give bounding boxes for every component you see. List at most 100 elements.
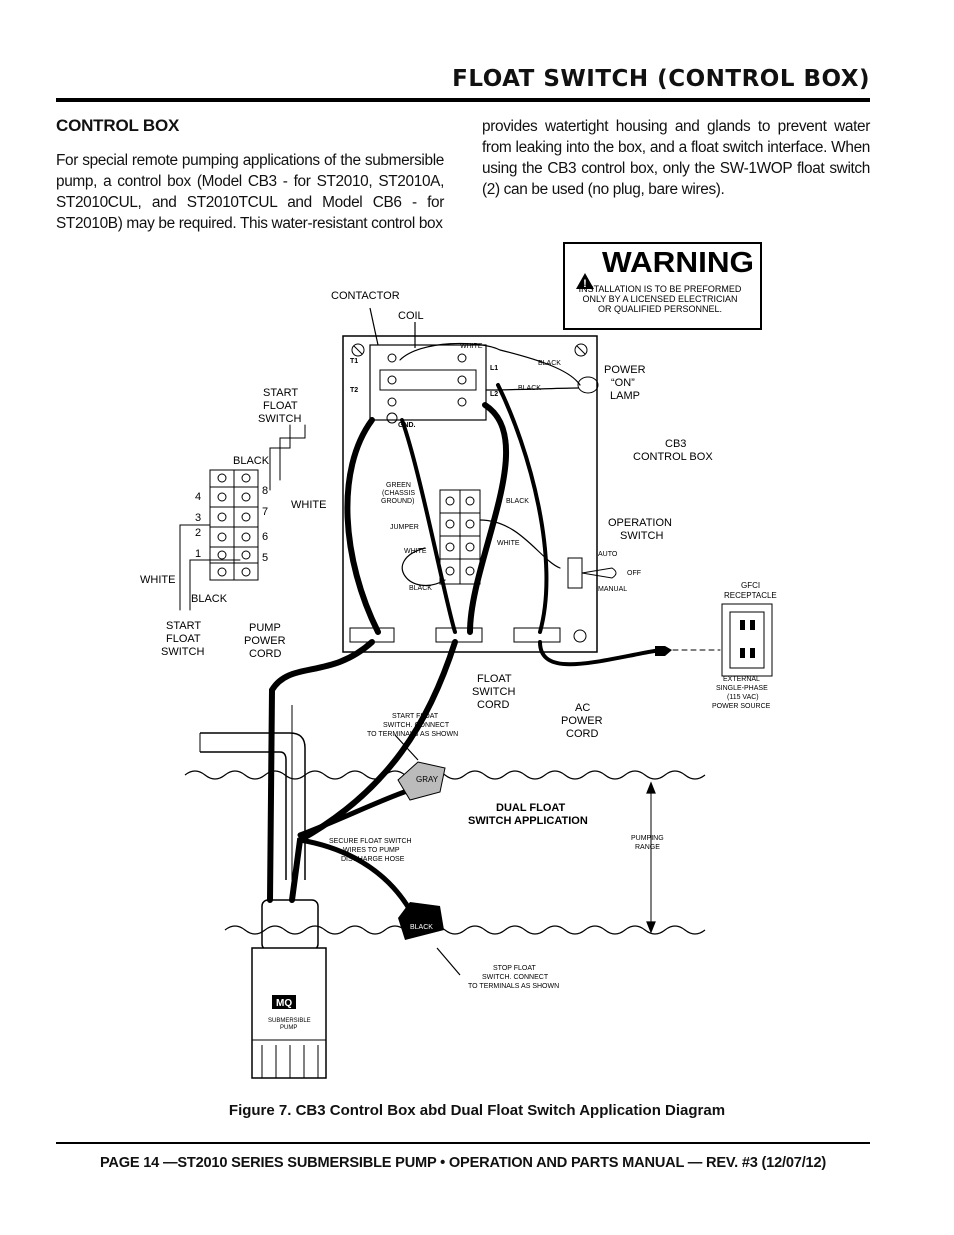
label-power-lamp: POWER	[604, 364, 646, 376]
discharge-hose	[199, 705, 306, 880]
svg-text:SWITCH. CONNECT: SWITCH. CONNECT	[383, 722, 450, 729]
page-header: FLOAT SWITCH (CONTROL BOX)	[56, 62, 870, 102]
svg-text:BLACK: BLACK	[233, 455, 270, 467]
svg-text:4: 4	[195, 491, 201, 503]
header-rule	[56, 98, 870, 102]
pump-logo: MQ	[276, 998, 292, 1009]
svg-text:PUMPING: PUMPING	[631, 835, 664, 842]
warning-title: WARNING	[602, 247, 754, 279]
svg-text:5: 5	[262, 552, 268, 564]
page-title: FLOAT SWITCH (CONTROL BOX)	[452, 66, 870, 92]
svg-text:2: 2	[195, 527, 201, 539]
svg-text:7: 7	[262, 506, 268, 518]
diagram-labels: CONTACTOR COIL WHITE BLACK BLACK T1 T2 L…	[140, 290, 777, 990]
svg-text:CORD: CORD	[477, 699, 509, 711]
svg-text:CORD: CORD	[249, 648, 281, 660]
svg-text:GRAY: GRAY	[416, 775, 439, 784]
svg-text:GROUND): GROUND)	[381, 498, 414, 505]
svg-text:START FLOAT: START FLOAT	[392, 713, 439, 720]
svg-text:POWER: POWER	[244, 635, 286, 647]
svg-text:3: 3	[195, 512, 201, 524]
page-footer: PAGE 14 —ST2010 SERIES SUBMERSIBLE PUMP …	[99, 1155, 827, 1171]
label-cb3: CB3	[665, 438, 686, 450]
svg-text:BLACK: BLACK	[410, 924, 433, 931]
svg-text:8: 8	[262, 485, 268, 497]
svg-text:T2: T2	[350, 387, 358, 394]
label-start-float-top: START	[263, 387, 298, 399]
section-heading: CONTROL BOX	[56, 116, 180, 135]
svg-text:SECURE FLOAT SWITCH: SECURE FLOAT SWITCH	[329, 838, 412, 845]
label-coil: COIL	[398, 310, 424, 322]
svg-text:SWITCH: SWITCH	[620, 530, 663, 542]
svg-text:FLOAT: FLOAT	[166, 633, 201, 645]
label-ac-cord: AC	[575, 702, 590, 714]
text-column-right: provides watertight housing and glands t…	[482, 116, 870, 200]
paragraph-right: provides watertight housing and glands t…	[482, 118, 870, 198]
svg-text:SUBMERSIBLE: SUBMERSIBLE	[268, 1018, 311, 1024]
black-float: BLACK	[398, 902, 444, 940]
svg-text:DISCHARGE HOSE: DISCHARGE HOSE	[341, 856, 405, 863]
wiring-diagram: ! WARNING INSTALLATION IS TO BE PREFORME…	[140, 242, 777, 1079]
svg-text:PUMP: PUMP	[280, 1025, 297, 1031]
submersible-pump: MQ SUBMERSIBLE PUMP	[251, 899, 327, 1079]
paragraph-left: For special remote pumping applications …	[56, 152, 444, 232]
svg-text:POWER SOURCE: POWER SOURCE	[712, 703, 771, 710]
svg-text:WHITE: WHITE	[404, 548, 427, 555]
svg-text:FLOAT: FLOAT	[263, 400, 298, 412]
svg-text:“ON”: “ON”	[611, 377, 635, 389]
svg-text:EXTERNAL: EXTERNAL	[723, 676, 760, 683]
svg-text:L2: L2	[490, 391, 498, 398]
svg-text:BLACK: BLACK	[538, 360, 561, 367]
svg-text:GND.: GND.	[398, 422, 416, 429]
gray-float: GRAY	[397, 761, 446, 801]
label-float-cord: FLOAT	[477, 673, 512, 685]
svg-text:STOP FLOAT: STOP FLOAT	[493, 965, 537, 972]
svg-text:SINGLE-PHASE: SINGLE-PHASE	[716, 685, 768, 692]
svg-text:(115 VAC): (115 VAC)	[727, 694, 759, 701]
water-lines	[184, 307, 706, 976]
footer-rule	[56, 1142, 870, 1144]
cords	[179, 342, 721, 913]
warning-line-2: ONLY BY A LICENSED ELECTRICIAN	[582, 294, 737, 304]
svg-text:BLACK: BLACK	[191, 593, 228, 605]
svg-text:!: !	[583, 278, 587, 290]
external-terminal-block	[209, 469, 259, 581]
label-start-float-bottom: START	[166, 620, 201, 632]
svg-text:JUMPER: JUMPER	[390, 524, 419, 531]
svg-text:POWER: POWER	[561, 715, 603, 727]
svg-text:LAMP: LAMP	[610, 390, 640, 402]
svg-text:TO TERMINALS AS SHOWN: TO TERMINALS AS SHOWN	[468, 983, 559, 990]
label-contactor: CONTACTOR	[331, 290, 400, 302]
label-gfci: GFCI	[741, 581, 760, 590]
svg-text:(CHASSIS: (CHASSIS	[382, 490, 415, 497]
svg-text:OFF: OFF	[627, 570, 641, 577]
svg-text:TO TERMINALS AS SHOWN: TO TERMINALS AS SHOWN	[367, 731, 458, 738]
contactor	[369, 344, 487, 421]
svg-text:RECEPTACLE: RECEPTACLE	[724, 591, 777, 600]
svg-text:WIRES TO PUMP: WIRES TO PUMP	[343, 847, 400, 854]
svg-text:SWITCH: SWITCH	[161, 646, 204, 658]
warning-triangle-icon	[576, 273, 594, 289]
svg-text:WHITE: WHITE	[291, 499, 326, 511]
svg-text:WHITE: WHITE	[497, 540, 520, 547]
svg-text:RANGE: RANGE	[635, 844, 660, 851]
svg-text:CONTROL BOX: CONTROL BOX	[633, 451, 713, 463]
text-column-left: CONTROL BOX For special remote pumping a…	[56, 116, 444, 234]
svg-text:GREEN: GREEN	[386, 482, 411, 489]
svg-text:BLACK: BLACK	[518, 385, 541, 392]
svg-text:WHITE: WHITE	[460, 343, 483, 350]
svg-text:SWITCH. CONNECT: SWITCH. CONNECT	[482, 974, 549, 981]
svg-text:AUTO: AUTO	[598, 551, 618, 558]
svg-text:1: 1	[195, 548, 201, 560]
svg-text:WHITE: WHITE	[140, 574, 175, 586]
label-operation-switch: OPERATION	[608, 517, 672, 529]
svg-text:SWITCH: SWITCH	[472, 686, 515, 698]
warning-line-1: INSTALLATION IS TO BE PREFORMED	[579, 284, 742, 294]
label-pump-cord: PUMP	[249, 622, 281, 634]
label-dual-float: DUAL FLOAT	[496, 802, 566, 814]
svg-text:BLACK: BLACK	[409, 585, 432, 592]
warning-box: ! WARNING INSTALLATION IS TO BE PREFORME…	[563, 242, 762, 330]
svg-text:T1: T1	[350, 358, 358, 365]
svg-text:L1: L1	[490, 365, 498, 372]
svg-text:MANUAL: MANUAL	[598, 586, 627, 593]
